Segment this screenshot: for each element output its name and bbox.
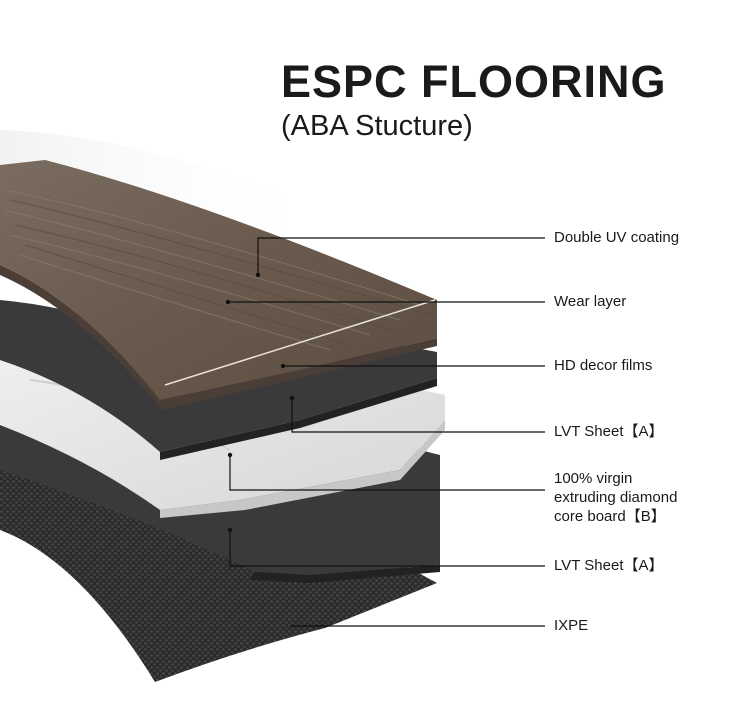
- leader-line-uv: [257, 237, 545, 275]
- label-wear-layer: Wear layer: [554, 293, 627, 310]
- leader-line-core: [229, 455, 545, 491]
- label-hd-decor-films: HD decor films: [554, 357, 653, 374]
- diagram-subtitle: (ABA Stucture): [281, 110, 473, 142]
- wood-decor-layer: [0, 160, 437, 400]
- wear-layer-highlight: [164, 299, 436, 386]
- label-ixpe: IXPE: [554, 617, 589, 634]
- leader-line-lvt-top: [291, 398, 545, 433]
- diagram-title: ESPC FLOORING: [281, 56, 667, 107]
- label-lvt-sheet-bottom: LVT Sheet【A】: [554, 557, 664, 574]
- label-core-board: 100% virgin extruding diamond core board…: [554, 470, 678, 525]
- label-lvt-sheet-top: LVT Sheet【A】: [554, 423, 664, 440]
- leader-line-lvt-bottom: [229, 530, 545, 567]
- label-double-uv-coating: Double UV coating: [554, 229, 680, 246]
